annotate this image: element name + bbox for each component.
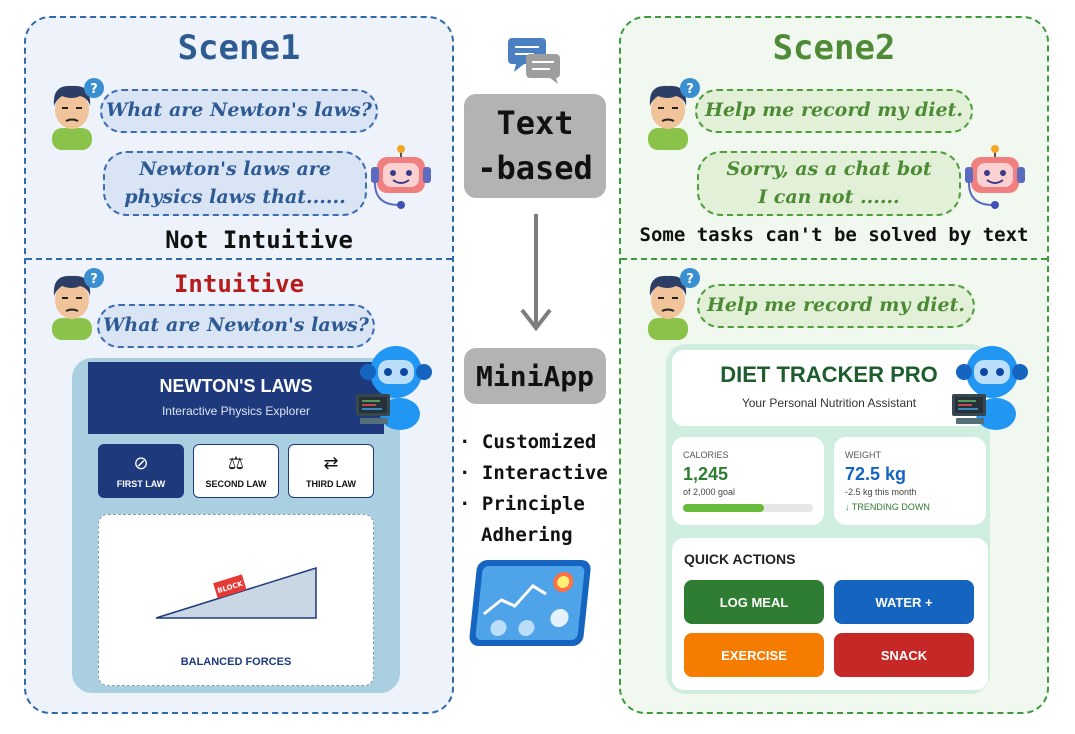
feature-interactive: · Interactive: [459, 462, 608, 484]
weight-card: [834, 437, 986, 525]
first-law-label: FIRST LAW: [116, 479, 166, 489]
scene2-request-text: Help me record my diet.: [705, 99, 963, 122]
chat-bubbles-icon: [508, 38, 560, 84]
log-meal-button[interactable]: LOG MEAL: [684, 580, 824, 624]
newton-app-header: NEWTON'S LAWS Interactive Physics Explor…: [88, 362, 384, 434]
scene2-caption: Some tasks can't be solved by text: [639, 224, 1029, 246]
diet-app-title: DIET TRACKER PRO: [720, 362, 938, 387]
scene2-title: Scene2: [772, 28, 896, 68]
arrows-exchange-icon: ⇄: [323, 453, 339, 473]
user-avatar-icon: [647, 267, 701, 341]
pink-robot-icon: [965, 145, 1025, 210]
diet-header-card: [672, 350, 988, 426]
scene1-not-intuitive-caption: Not Intuitive: [165, 226, 353, 254]
miniapp-box: MiniApp: [464, 348, 606, 404]
scene1-intuitive-caption: Intuitive: [173, 270, 305, 298]
second-law-button[interactable]: ⚖ SECOND LAW: [193, 444, 279, 498]
exercise-button[interactable]: EXERCISE: [684, 633, 824, 677]
incline-plane: BLOCK: [155, 566, 317, 619]
text-based-line1: Text: [496, 104, 574, 143]
newton-app-title: NEWTON'S LAWS: [159, 376, 313, 396]
scene2-reply-bubble: Sorry, as a chat bot I can not ......: [697, 151, 961, 216]
blue-robot-icon: [356, 345, 433, 431]
calories-progress-fill: [683, 504, 764, 512]
user-avatar-icon: [647, 77, 701, 151]
scene2-request2-bubble: Help me record my diet.: [697, 284, 975, 328]
calories-progress-track: [683, 504, 813, 512]
text-based-line2: -based: [477, 149, 593, 187]
blue-robot-icon: [952, 345, 1029, 431]
scene1-divider: [26, 258, 452, 260]
diet-app-subtitle: Your Personal Nutrition Assistant: [741, 396, 917, 410]
newton-app-subtitle: Interactive Physics Explorer: [161, 404, 311, 418]
pink-robot-icon: [371, 145, 431, 210]
water-button[interactable]: WATER +: [834, 580, 974, 624]
feature-interactive-text: Interactive: [481, 462, 608, 484]
snack-button[interactable]: SNACK: [834, 633, 974, 677]
feature-customized: · Customized: [459, 431, 597, 453]
third-law-label: THIRD LAW: [306, 479, 356, 489]
weight-trend: ↓ TRENDING DOWN: [845, 502, 930, 512]
feature-customized-text: Customized: [481, 431, 597, 453]
scene1-answer-bubble: Newton's laws are physics laws that.....…: [103, 151, 367, 216]
feature-principle-text: Principle: [481, 493, 585, 515]
weight-sub: -2.5 kg this month: [845, 487, 917, 497]
first-law-button[interactable]: ⊘ FIRST LAW: [98, 444, 184, 498]
balanced-forces-label: BALANCED FORCES: [180, 656, 292, 668]
calories-sub: of 2,000 goal: [683, 487, 736, 497]
scene2-request2-text: Help me record my diet.: [707, 294, 965, 317]
scene1-answer-line2: physics laws that......: [124, 185, 346, 208]
scene1-question2-bubble: What are Newton's laws?: [97, 304, 375, 348]
calories-value: 1,245: [683, 464, 729, 484]
scene1-title: Scene1: [177, 28, 301, 68]
prohibited-icon: ⊘: [133, 453, 149, 473]
scene2-request-bubble: Help me record my diet.: [695, 89, 973, 133]
scene1-question-bubble: What are Newton's laws?: [100, 89, 378, 133]
third-law-button[interactable]: ⇄ THIRD LAW: [288, 444, 374, 498]
feature-adhering: Adhering: [481, 524, 573, 546]
weight-label: WEIGHT: [845, 450, 881, 460]
balance-scale-icon: ⚖: [227, 453, 245, 473]
scene1-question2-text: What are Newton's laws?: [103, 314, 369, 337]
second-law-label: SECOND LAW: [205, 479, 267, 489]
scene1-question-text: What are Newton's laws?: [106, 99, 372, 122]
user-avatar-icon: [51, 77, 105, 151]
scene2-reply-line1: Sorry, as a chat bot: [726, 157, 932, 180]
scene2-divider: [621, 258, 1047, 260]
dashboard-tablet-icon: [469, 560, 591, 646]
block: BLOCK: [213, 574, 247, 599]
feature-principle: · Principle: [459, 493, 585, 515]
scene1-answer-line1: Newton's laws are: [139, 157, 331, 180]
text-based-box: Text -based: [464, 94, 606, 198]
weight-value: 72.5 kg: [845, 464, 907, 484]
down-arrow-icon: [520, 214, 552, 332]
calories-label: CALORIES: [683, 450, 729, 460]
scene2-reply-line2: I can not ......: [758, 185, 900, 208]
quick-actions-title: QUICK ACTIONS: [684, 551, 796, 567]
